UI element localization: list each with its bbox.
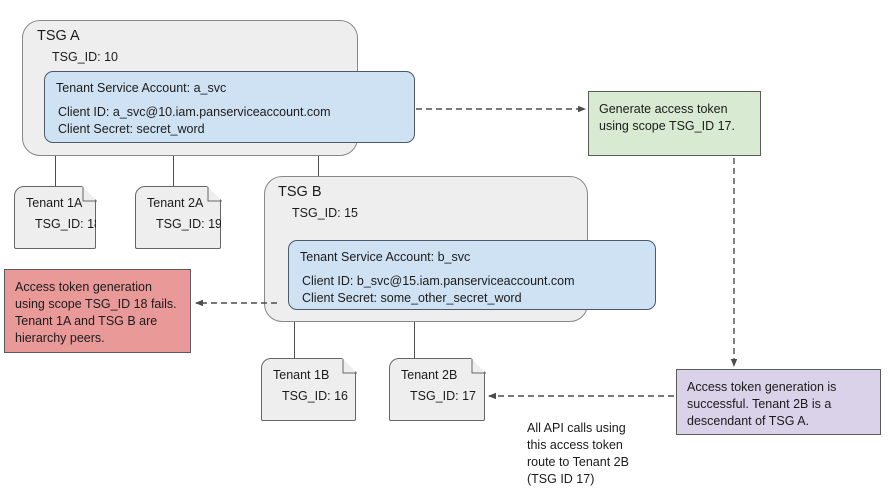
tenant-2b-id: TSG_ID: 17 — [410, 389, 476, 403]
tenant-2a-name: Tenant 2A — [147, 196, 204, 210]
callout-generate-token[interactable]: Generate access token using scope TSG_ID… — [588, 91, 761, 156]
tenant-2a-id: TSG_ID: 19 — [156, 217, 222, 231]
tsg-a-title: TSG A — [37, 28, 80, 44]
tsg-a-id: TSG_ID: 10 — [52, 50, 118, 64]
tenant-2b[interactable]: Tenant 2B TSG_ID: 17 — [389, 358, 485, 421]
tsg-b-title: TSG B — [278, 184, 322, 200]
connector-tsga-tenant2a — [173, 155, 174, 186]
connector-tsga-tsgb — [318, 155, 319, 183]
service-account-b-client-secret: Client Secret: some_other_secret_word — [302, 291, 522, 305]
tenant-1b-name: Tenant 1B — [273, 368, 330, 382]
service-account-a-heading: Tenant Service Account: a_svc — [56, 81, 227, 95]
connector-tsgb-tenant2b — [414, 322, 415, 358]
service-account-a-client-secret: Client Secret: secret_word — [58, 122, 205, 136]
service-account-a[interactable]: Tenant Service Account: a_svc Client ID:… — [44, 71, 415, 143]
tsg-b-id: TSG_ID: 15 — [292, 206, 358, 220]
tenant-1a-name: Tenant 1A — [26, 196, 83, 210]
note-api-calls: All API calls using this access token ro… — [527, 421, 629, 486]
callout-token-success[interactable]: Access token generation is successful. T… — [676, 369, 881, 435]
service-account-b-client-id: Client ID: b_svc@15.iam.panserviceaccoun… — [302, 274, 575, 288]
tenant-2a[interactable]: Tenant 2A TSG_ID: 19 — [135, 186, 221, 249]
service-account-b[interactable]: Tenant Service Account: b_svc Client ID:… — [288, 240, 656, 310]
callout-token-failure[interactable]: Access token generation using scope TSG_… — [4, 269, 191, 353]
service-account-b-heading: Tenant Service Account: b_svc — [300, 250, 471, 264]
service-account-a-client-id: Client ID: a_svc@10.iam.panserviceaccoun… — [58, 105, 331, 119]
connector-tsgb-tenant1b — [294, 322, 295, 358]
tenant-1a[interactable]: Tenant 1A TSG_ID: 18 — [14, 186, 96, 249]
connector-tsga-tenant1a — [55, 155, 56, 186]
tenant-2b-name: Tenant 2B — [401, 368, 458, 382]
tenant-1b-id: TSG_ID: 16 — [282, 389, 348, 403]
tenant-1a-id: TSG_ID: 18 — [35, 217, 101, 231]
tenant-1b[interactable]: Tenant 1B TSG_ID: 16 — [261, 358, 356, 421]
